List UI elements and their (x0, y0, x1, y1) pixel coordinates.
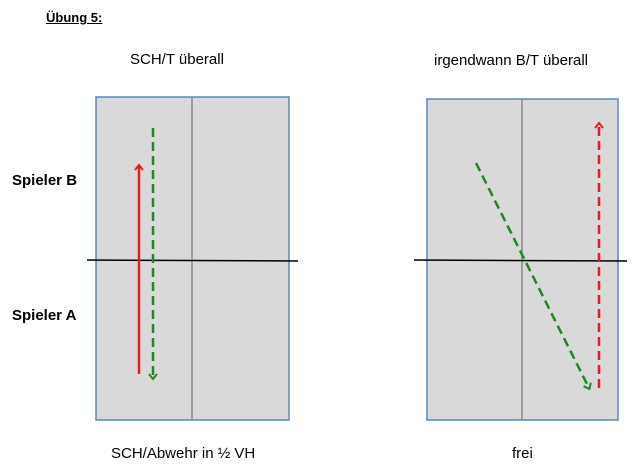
left-court-net (86, 259, 299, 262)
exercise-title: Übung 5: (46, 10, 103, 25)
player-b-label: Spieler B (12, 172, 78, 189)
right-court (413, 98, 628, 421)
left-bottom-caption: SCH/Abwehr in ½ VH (111, 445, 256, 462)
right-court-net (413, 259, 628, 262)
left-top-caption: SCH/T überall (130, 51, 224, 68)
right-top-caption: irgendwann B/T überall (434, 52, 588, 69)
player-a-label: Spieler A (12, 307, 77, 324)
right-bottom-caption: frei (512, 445, 533, 462)
left-court (86, 96, 299, 421)
